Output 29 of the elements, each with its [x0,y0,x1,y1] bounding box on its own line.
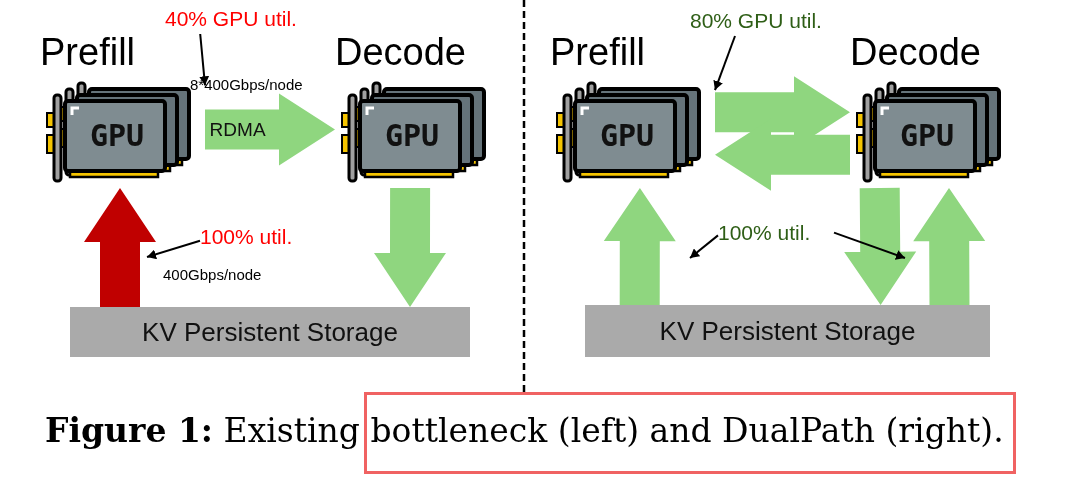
storage-bar: KV Persistent Storage [70,307,470,357]
edge-label: RDMA [209,118,266,141]
storage-bar: KV Persistent Storage [585,305,990,357]
card-label: GPU [599,120,655,152]
bandwidth-label: 400Gbps/node [163,266,262,283]
annotation-text: 40% GPU util. [165,6,325,34]
card-label: GPU [384,120,440,152]
block-arrow [844,187,917,305]
annotation-text: 100% util. [718,220,834,248]
leader-line [146,239,201,260]
leader-line [713,35,736,92]
node-heading: Prefill [550,30,646,74]
leader-line [199,33,210,87]
block-arrow [84,188,156,307]
leader-line [833,231,906,260]
block-arrow [603,188,676,305]
annotation-text: 80% GPU util. [690,8,840,36]
node-heading: Decode [850,30,981,74]
card-label: GPU [89,120,145,152]
node-heading: Decode [335,30,466,74]
leader-line [689,234,719,259]
annotation-text: 100% util. [200,224,316,252]
node-heading: Prefill [40,30,136,74]
card-label: GPU [899,120,955,152]
block-arrow [913,188,986,306]
block-arrow [374,188,446,307]
block-arrow [205,93,335,166]
figure-caption: Figure 1: Existing bottleneck (left) and DualPath (right). [45,411,1004,450]
bandwidth-label: 8*400Gbps/node [190,76,303,93]
